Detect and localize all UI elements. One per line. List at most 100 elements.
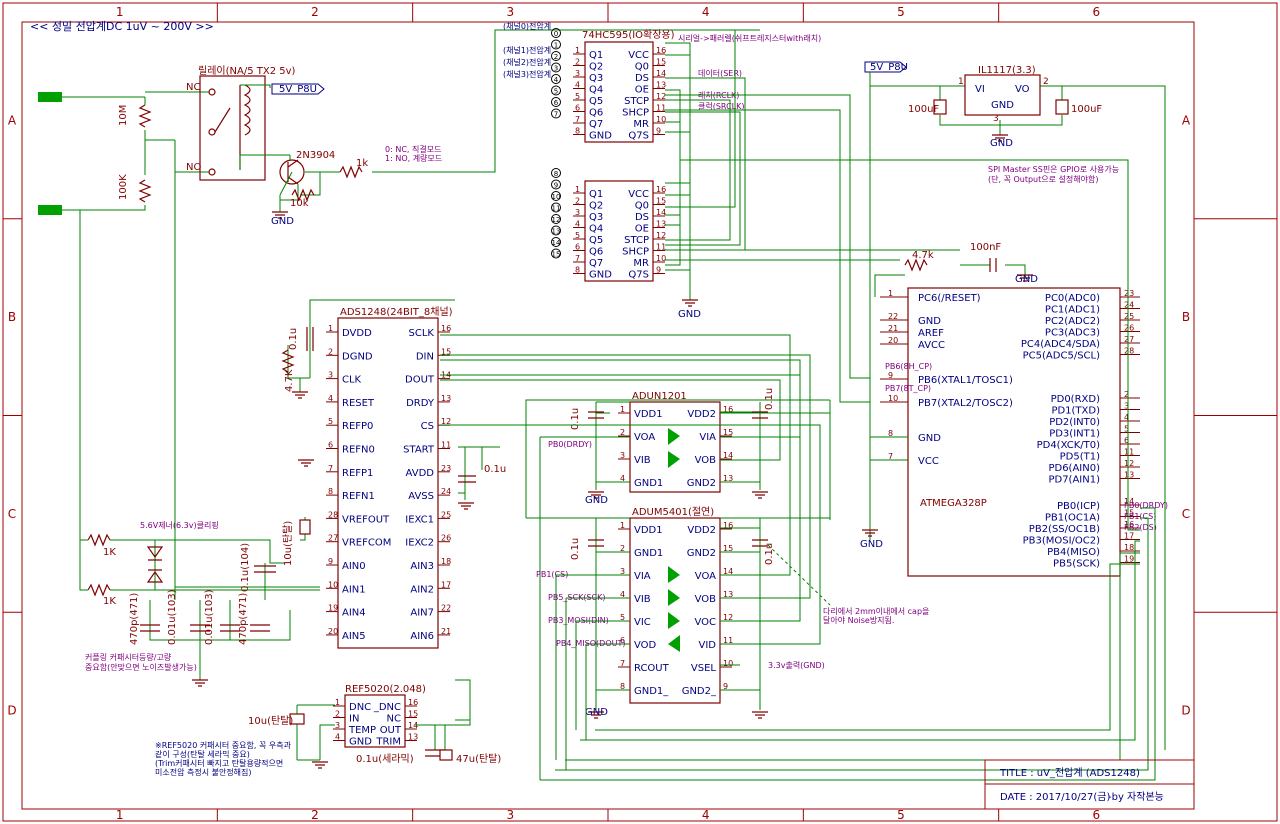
atmega-pinnum: 20 [888,336,898,345]
hc595-1-pinnum: 16 [656,46,666,55]
grid-row-left-A: A [8,113,17,127]
hc595-1-pinnum: 12 [656,92,666,101]
ch-num-circle [551,191,561,201]
adum1201-pin-voa: VOA [634,432,655,443]
ch-num-5: 5 [554,88,558,96]
atmega-pinnum: 8 [888,429,893,438]
atmega-pin-pb5(sck): PB5(SCK) [1053,559,1100,570]
atmega-pins: PC6(/RESET)1GND22AREF21AVCC20PB6(XTAL1/T… [880,289,1140,570]
hc595-1-pin-mr: MR [633,119,649,130]
ref-name: REF5020(2.048) [345,684,426,695]
atmega-pin-avcc: AVCC [918,340,945,351]
hc595-2-pinnum: 5 [575,231,580,240]
hc595-1-pinnum: 3 [575,69,580,78]
adum5401-pinnum: 16 [723,521,733,530]
hc595-1-pinnum: 10 [656,115,666,124]
atmega-pin-gnd: GND [918,316,941,327]
mode-note-1: 1: NO, 계량모드 [385,153,442,163]
adum1201-pin-via: VIA [699,432,716,443]
ch-num-circle [551,39,561,50]
ads1248-pin-ain3: AIN3 [410,561,434,572]
net-5v-relay [271,83,325,95]
ch-num-0: 0 [554,30,558,38]
ads-cap-0u1-label: 0.1u [288,328,299,350]
ref-note-0: ※REF5020 커패시터 중요함, 꼭 우측과 [155,740,292,750]
ldo-name: IL1117(3.3) [978,65,1036,76]
atmega-pinnum: 10 [888,394,898,403]
hc595-1-pin-stcp: STCP [624,96,649,107]
hc595-2-pinnum: 1 [575,185,580,194]
ads1248-pin-ain0: AIN0 [342,561,366,572]
transistor-label: 2N3904 [296,150,335,161]
adum5401-pin-voc: VOC [694,617,716,628]
adum2-cap-2: 0.1u [764,543,775,565]
atmega-pin-pd6(ain0): PD6(AIN0) [1048,463,1100,474]
atmega-pin-pc2(adc2): PC2(ADC2) [1045,316,1100,327]
input-res-1 [87,533,111,547]
ref-note-3: 미소전압 측정시 불안정해짐) [155,767,252,777]
ads-cap-avdd [458,475,476,483]
ref5020-pin-in: IN [349,714,359,725]
ldo-cin [933,99,947,115]
grid-row-right-B: B [1182,310,1190,324]
ref5020-pinnum: 3 [335,721,340,730]
ads1248-pinnum: 8 [328,487,333,496]
hc595-1-pinnum: 4 [575,81,580,90]
hc595-2-pinnum: 11 [656,243,666,252]
ch-num-circle [551,28,561,38]
hc595-2-pin-shcp: SHCP [622,247,649,258]
adum5401-pin-gnd2_: GND2_ [682,686,717,697]
ads1248-pinnum: 20 [328,627,338,636]
ads1248-pinnum: 2 [328,347,333,356]
ads1248-pin-iexc2: IEXC2 [405,538,434,549]
adum5401-pinnum: 7 [620,659,625,668]
adum5401-pinnum: 5 [620,613,625,622]
ads-cap-104-label: 0.1u(104) [240,543,251,592]
ads1248-pins: DVDD1DGND2CLK3RESET4REFP05REFN06REFP17RE… [326,324,451,642]
input-cap-103-1: 0.01u(103) [167,589,178,645]
hc595-1-pinnum: 6 [575,104,580,113]
atmega-pinnum: 13 [1124,471,1134,480]
atmega-pinnum: 24 [1124,301,1134,310]
adum2-3v3-out: 3.3v출력(GND) [768,660,825,670]
mcu-pb2-net: PB2(DS) [1124,523,1157,532]
atmega-pinnum: 1 [888,289,893,298]
atmega-pin-pc3(adc3): PC3(ADC3) [1045,328,1100,339]
ads1248-pin-refn0: REFN0 [342,445,375,456]
atmega-pinnum: 26 [1124,324,1134,333]
adum1201-pinnum: 2 [620,428,625,437]
hc595-1-pin-q5: Q5 [589,96,603,107]
input-cap-470p-2: 470p(471) [238,593,249,645]
hc595-2-pin-stcp: STCP [624,235,649,246]
hc595-2-pinnum: 15 [656,197,666,206]
ads1248-pin-ain5: AIN5 [342,631,366,642]
grid-row-right-D: D [1181,704,1190,718]
hc595-1-pinnum: 11 [656,104,666,113]
ads1248-pinnum: 19 [328,604,338,613]
coupling-note-1: 중요함(안맞으면 노이즈발생가능) [85,662,197,672]
ldo-pin3: 3 [993,114,999,124]
hc595-2-pin-q1: Q1 [589,189,603,200]
grid-col-bottom-3: 3 [507,808,515,822]
mcu-gnd-2: GND [860,539,883,550]
title-block: TITLE : uV_전압계 (ADS1248) DATE : 2017/10/… [984,759,1195,810]
atmega-pinnum: 17 [1124,532,1134,541]
grid-col-bottom-4: 4 [702,808,710,822]
grid-row-left-B: B [8,310,16,324]
ref5020-pinnum: 2 [335,710,340,719]
res-10m-label: 10M [118,105,129,126]
ads-cap-0u1 [306,327,314,351]
zener-label: 5.6V제너(6.3v)클리핑 [140,520,219,530]
atmega-pinnum: 27 [1124,335,1134,344]
adum5401-pinnum: 2 [620,544,625,553]
ch-num-circle [551,168,561,178]
net-5v-ldo-label: 5V_P8U [870,62,908,73]
atmega-pin-pd1(txd): PD1(TXD) [1051,406,1100,417]
hc595-name: 74HC595(IO확장용) [582,29,675,41]
ch-num-circle [551,214,561,224]
ads1248-pinnum: 28 [328,510,338,519]
atmega-pin-pd3(int1): PD3(INT1) [1049,429,1100,440]
ads1248-pinnum: 5 [328,417,333,426]
hc595-sig-ser: 데이터(SER) [698,68,742,78]
